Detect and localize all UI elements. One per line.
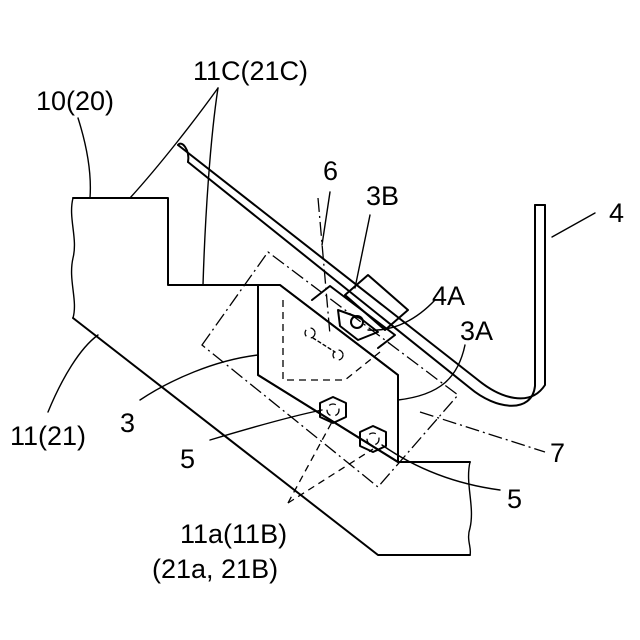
bracket-3 xyxy=(258,285,398,462)
left-break-line xyxy=(72,198,75,318)
label-bracket-3: 3 xyxy=(120,408,135,438)
leader-4 xyxy=(552,213,595,237)
right-break-line xyxy=(469,462,472,555)
region-leader xyxy=(420,412,545,452)
leader-11a-b xyxy=(288,449,373,503)
bolt-right xyxy=(360,426,386,452)
rod-outer xyxy=(178,145,545,398)
label-holes-line2: (21a, 21B) xyxy=(152,554,278,584)
clamp-base xyxy=(338,310,378,340)
leader-3B xyxy=(355,215,370,288)
label-member-6: 6 xyxy=(323,156,338,186)
bracket-plate xyxy=(258,285,398,462)
leader-5-left xyxy=(210,410,322,440)
label-body: 10(20) xyxy=(36,86,114,116)
label-line-7: 7 xyxy=(550,438,565,468)
leader-10 xyxy=(78,118,90,198)
leader-11 xyxy=(48,335,98,412)
leader-11C-a xyxy=(130,88,218,198)
rod-inner xyxy=(188,162,535,406)
hex-bolt-icon xyxy=(320,397,346,423)
label-holes-line1: 11a(11B) xyxy=(180,519,287,549)
label-3A: 3A xyxy=(460,316,493,346)
bolt-left xyxy=(320,397,346,423)
hole-link xyxy=(313,338,335,352)
label-4A: 4A xyxy=(432,281,465,311)
leader-11C-b xyxy=(203,88,218,285)
mount-holes xyxy=(305,328,343,360)
label-rod-4: 4 xyxy=(609,198,624,228)
label-3B: 3B xyxy=(366,181,399,211)
hole-upper xyxy=(305,328,315,338)
label-bolt-5-right: 5 xyxy=(507,484,522,514)
bolt-right-shank xyxy=(367,433,379,445)
body-outline xyxy=(72,198,472,555)
label-bolt-5-left: 5 xyxy=(180,444,195,474)
hex-bolt-icon xyxy=(360,426,386,452)
label-surface-11: 11(21) xyxy=(10,421,86,451)
leader-5-right xyxy=(382,445,500,490)
bolt-left-shank xyxy=(327,404,339,416)
labels: 10(20) 11C(21C) 6 3B 4 4A 3A 3 11(21) 5 … xyxy=(10,56,624,584)
leader-3 xyxy=(140,355,258,400)
label-step-edge: 11C(21C) xyxy=(193,56,308,86)
leader-6 xyxy=(322,192,330,245)
rod-4 xyxy=(178,144,545,406)
leader-3A xyxy=(398,345,465,400)
